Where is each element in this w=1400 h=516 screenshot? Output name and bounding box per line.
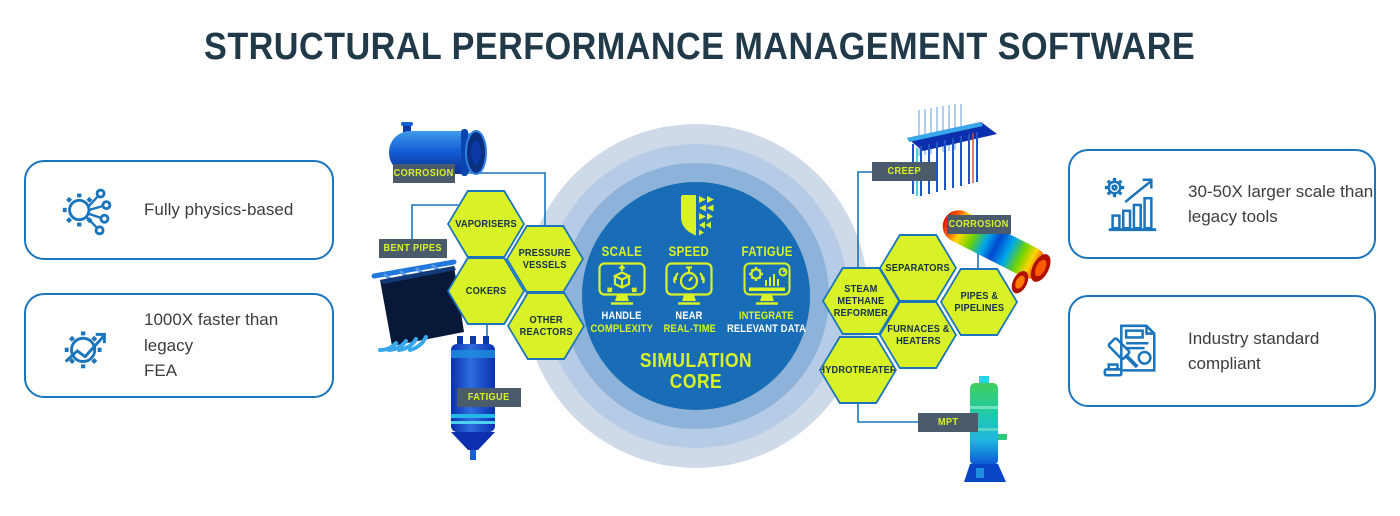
feature-fatigue-benefit-line2: RELEVANT DATA [727,323,807,336]
core-features: SCALE HANDLE COMPLEXITY SPEED [585,244,813,336]
benefit-label: 30-50X larger scale than legacy tools [1188,181,1374,227]
feature-scale: SCALE HANDLE COMPLEXITY [585,244,659,336]
tag-fatigue: FATIGUE [457,388,521,407]
benefit-card-larger-scale: 30-50X larger scale than legacy tools [1068,149,1376,259]
core-heading: SIMULATION CORE [639,349,753,393]
feature-fatigue-benefit-line1: INTEGRATE [739,310,795,322]
corroded-tank-render [389,122,487,178]
benefit-card-physics: Fully physics-based [24,160,334,260]
benefit-card-compliant: Industry standard compliant [1068,295,1376,407]
feature-fatigue: FATIGUE [720,244,813,336]
gear-network-icon [62,188,112,236]
benefit-label: Industry standard compliant [1188,328,1320,374]
feature-scale-title: SCALE [601,244,643,259]
mpt-vessel-render [964,376,1007,482]
tag-corrosion-left: CORROSION [393,164,455,183]
tag-mpt: MPT [918,413,978,432]
gear-trend-arrow-icon [64,330,106,368]
monitor-cube-icon [598,262,646,305]
feature-speed-benefit-line2: REAL-TIME [663,323,716,336]
feature-speed-title: SPEED [669,244,710,259]
shield-icon [681,195,714,236]
feature-speed: SPEED NEAR REAL-TIME [659,244,721,336]
benefit-card-faster: 1000X faster than legacy FEA [24,293,334,398]
page-title: STRUCTURAL PERFORMANCE MANAGEMENT SOFTWA… [204,26,1196,68]
feature-fatigue-title: FATIGUE [741,244,793,259]
tag-bent-pipes: BENT PIPES [379,239,447,258]
feature-scale-benefit-line2: COMPLEXITY [590,323,654,336]
gear-bar-chart-icon [1104,177,1157,232]
gavel-document-icon [1103,324,1156,377]
benefit-label: Fully physics-based [144,200,294,220]
monitor-gear-chart-icon [743,262,791,305]
benefit-label: 1000X faster than legacy FEA [143,310,279,381]
feature-scale-benefit-line1: HANDLE [601,310,642,322]
tag-creep: CREEP [872,162,936,181]
feature-speed-benefit-line1: NEAR [675,310,703,322]
creep-tube-bank-render [907,104,997,196]
tag-corrosion-right: CORROSION [947,215,1011,234]
monitor-stopwatch-icon [665,262,713,305]
bent-pipes-render [371,259,464,352]
